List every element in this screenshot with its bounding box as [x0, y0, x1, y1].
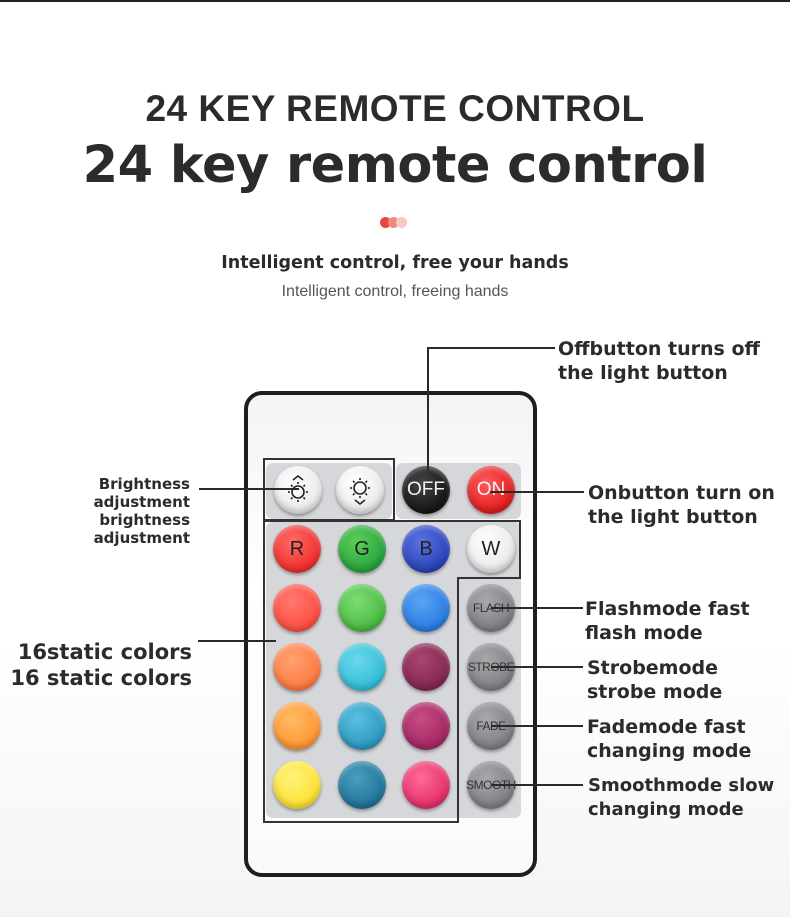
white-button[interactable]: W — [467, 525, 515, 573]
brightness-down-icon — [350, 478, 370, 505]
static-colors-label-line2: 16 static colors — [10, 666, 192, 690]
blue-button[interactable]: B — [402, 525, 450, 573]
strobe-label-line2: strobe mode — [587, 681, 723, 703]
color-key[interactable] — [402, 702, 450, 750]
off-label-line2: the light button — [558, 362, 728, 384]
off-button[interactable]: OFF — [402, 466, 450, 514]
brightness-label: Brightness adjustment brightness adjustm… — [94, 475, 190, 547]
green-button[interactable]: G — [338, 525, 386, 573]
color-key[interactable] — [273, 761, 321, 809]
off-label-line1: Offbutton turns off — [558, 338, 760, 360]
brightness-up-button[interactable] — [274, 466, 322, 514]
color-key[interactable] — [338, 761, 386, 809]
fade-callout-line — [491, 725, 583, 727]
on-label-line2: the light button — [588, 506, 758, 528]
off-callout-line — [427, 347, 429, 471]
flash-label: Flashmode fast flash mode — [585, 597, 750, 645]
color-key[interactable] — [402, 761, 450, 809]
off-label: Offbutton turns off the light button — [558, 337, 760, 385]
top-border — [0, 0, 790, 2]
brightness-label-line1: Brightness — [98, 475, 190, 493]
off-callout-line-h — [427, 347, 555, 349]
brightness-label-line2: adjustment — [93, 493, 190, 511]
static-colors-label: 16static colors 16 static colors — [10, 639, 192, 691]
brightness-label-line3: brightness — [99, 511, 190, 529]
brightness-up-icon — [288, 475, 308, 502]
subtitle-bold: Intelligent control, free your hands — [221, 253, 569, 273]
fade-label-line2: changing mode — [587, 740, 752, 762]
on-label: Onbutton turn on the light button — [588, 481, 775, 529]
smooth-label-line2: changing mode — [588, 799, 744, 820]
smooth-callout-line — [491, 784, 583, 786]
color-key[interactable] — [402, 584, 450, 632]
brightness-label-line4: adjustment — [93, 529, 190, 547]
strobe-label: Strobemode strobe mode — [587, 656, 722, 704]
page-title: 24 key remote control — [82, 136, 708, 195]
decorative-dots — [380, 216, 412, 228]
red-button[interactable]: R — [273, 525, 321, 573]
static-colors-label-line1: 16static colors — [17, 640, 192, 664]
color-key[interactable] — [273, 702, 321, 750]
fade-label-line1: Fademode fast — [587, 716, 746, 738]
dot-1 — [380, 217, 391, 228]
color-key[interactable] — [273, 584, 321, 632]
fade-label: Fademode fast changing mode — [587, 715, 751, 763]
strobe-callout-line — [491, 666, 583, 668]
on-label-line1: Onbutton turn on — [588, 482, 775, 504]
color-key[interactable] — [273, 643, 321, 691]
color-key[interactable] — [402, 643, 450, 691]
flash-callout-line — [491, 607, 583, 609]
brightness-callout-line — [199, 488, 299, 490]
dot-2 — [388, 217, 399, 228]
static-colors-callout-line — [198, 640, 276, 642]
brightness-down-button[interactable] — [336, 466, 384, 514]
flash-label-line1: Flashmode fast — [585, 598, 750, 620]
color-key[interactable] — [338, 584, 386, 632]
dot-3 — [396, 217, 407, 228]
on-button[interactable]: ON — [467, 466, 515, 514]
smooth-label: Smoothmode slow changing mode — [588, 774, 774, 822]
subtitle-light: Intelligent control, freeing hands — [281, 283, 509, 300]
color-key[interactable] — [338, 643, 386, 691]
color-key[interactable] — [338, 702, 386, 750]
on-callout-line — [490, 491, 584, 493]
strobe-label-line1: Strobemode — [587, 657, 719, 679]
flash-label-line2: flash mode — [585, 622, 703, 644]
page-title-uppercase: 24 KEY REMOTE CONTROL — [145, 88, 645, 129]
smooth-label-line1: Smoothmode slow — [588, 775, 775, 796]
